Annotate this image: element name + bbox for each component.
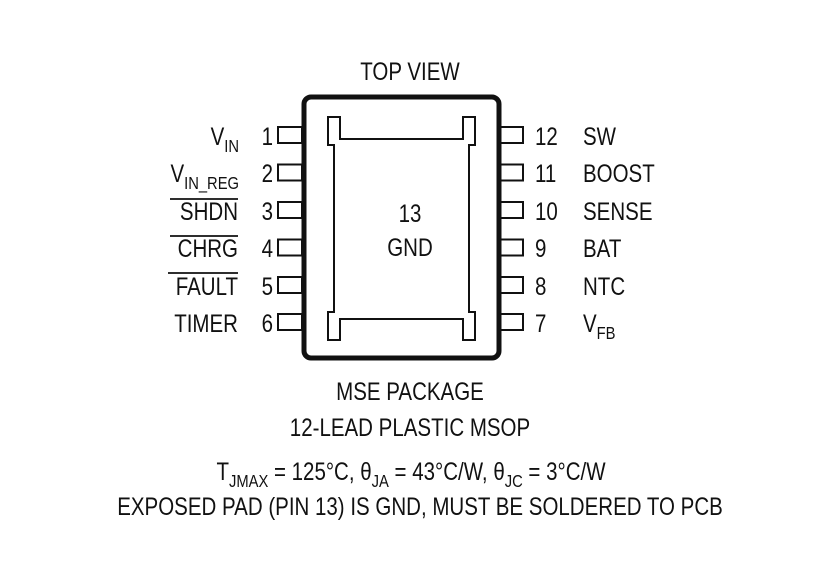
pin-lead-9	[499, 238, 524, 257]
pin-number-6: 6	[262, 309, 273, 337]
pin-number-5: 5	[262, 272, 273, 300]
pin-lead-6	[277, 313, 303, 331]
pin-lead-5	[277, 276, 303, 294]
pin-number-10: 10	[535, 197, 558, 225]
pin-lead-2	[277, 163, 303, 182]
pin-label-sense: SENSE	[583, 197, 652, 225]
pin-label-vfb: VFB	[583, 309, 616, 343]
pin-label-fault: FAULT	[176, 272, 238, 300]
package-outline	[301, 94, 502, 361]
right-pin-leads	[499, 126, 524, 331]
pin-label-chrg: CHRG	[178, 234, 238, 262]
pin-label-vin: VIN	[211, 122, 239, 156]
pin-lead-7	[499, 313, 524, 331]
pin-lead-8	[499, 276, 524, 294]
pin-label-timer: TIMER	[174, 309, 238, 337]
exposed-pad-label: GND	[387, 233, 433, 261]
top-view-title: TOP VIEW	[360, 57, 460, 85]
pin-number-3: 3	[262, 197, 273, 225]
thermal-specs: TJMAX = 125°C, θJA = 43°C/W, θJC = 3°C/W	[216, 457, 605, 491]
pin-label-shdn: SHDN	[180, 197, 238, 225]
pin-label-ntc: NTC	[583, 272, 625, 300]
pin-lead-4	[277, 238, 303, 257]
pin-number-4: 4	[262, 234, 274, 262]
exposed-pad-number: 13	[399, 199, 422, 227]
pin-number-7: 7	[535, 309, 546, 337]
pin-label-boost: BOOST	[583, 159, 655, 187]
pin-number-1: 1	[262, 122, 273, 150]
pin-number-12: 12	[535, 122, 558, 150]
pin-number-2: 2	[262, 159, 273, 187]
pin-lead-10	[499, 201, 524, 219]
pin-label-sw: SW	[583, 122, 616, 150]
pin-lead-3	[277, 201, 303, 219]
pin-number-8: 8	[535, 272, 546, 300]
package-description: 12-LEAD PLASTIC MSOP	[290, 413, 530, 441]
exposed-pad-note: EXPOSED PAD (PIN 13) IS GND, MUST BE SOL…	[117, 492, 723, 520]
pin-lead-1	[277, 126, 303, 144]
pin-label-vin-reg: VIN_REG	[170, 159, 239, 193]
pin-lead-12	[499, 126, 524, 144]
pin-label-bat: BAT	[583, 234, 621, 262]
pin-number-9: 9	[535, 234, 546, 262]
left-pin-leads	[277, 126, 303, 331]
package-name: MSE PACKAGE	[336, 377, 484, 405]
pin-number-11: 11	[535, 159, 556, 187]
exposed-pad-outline	[327, 116, 476, 341]
pin-lead-11	[499, 163, 524, 182]
